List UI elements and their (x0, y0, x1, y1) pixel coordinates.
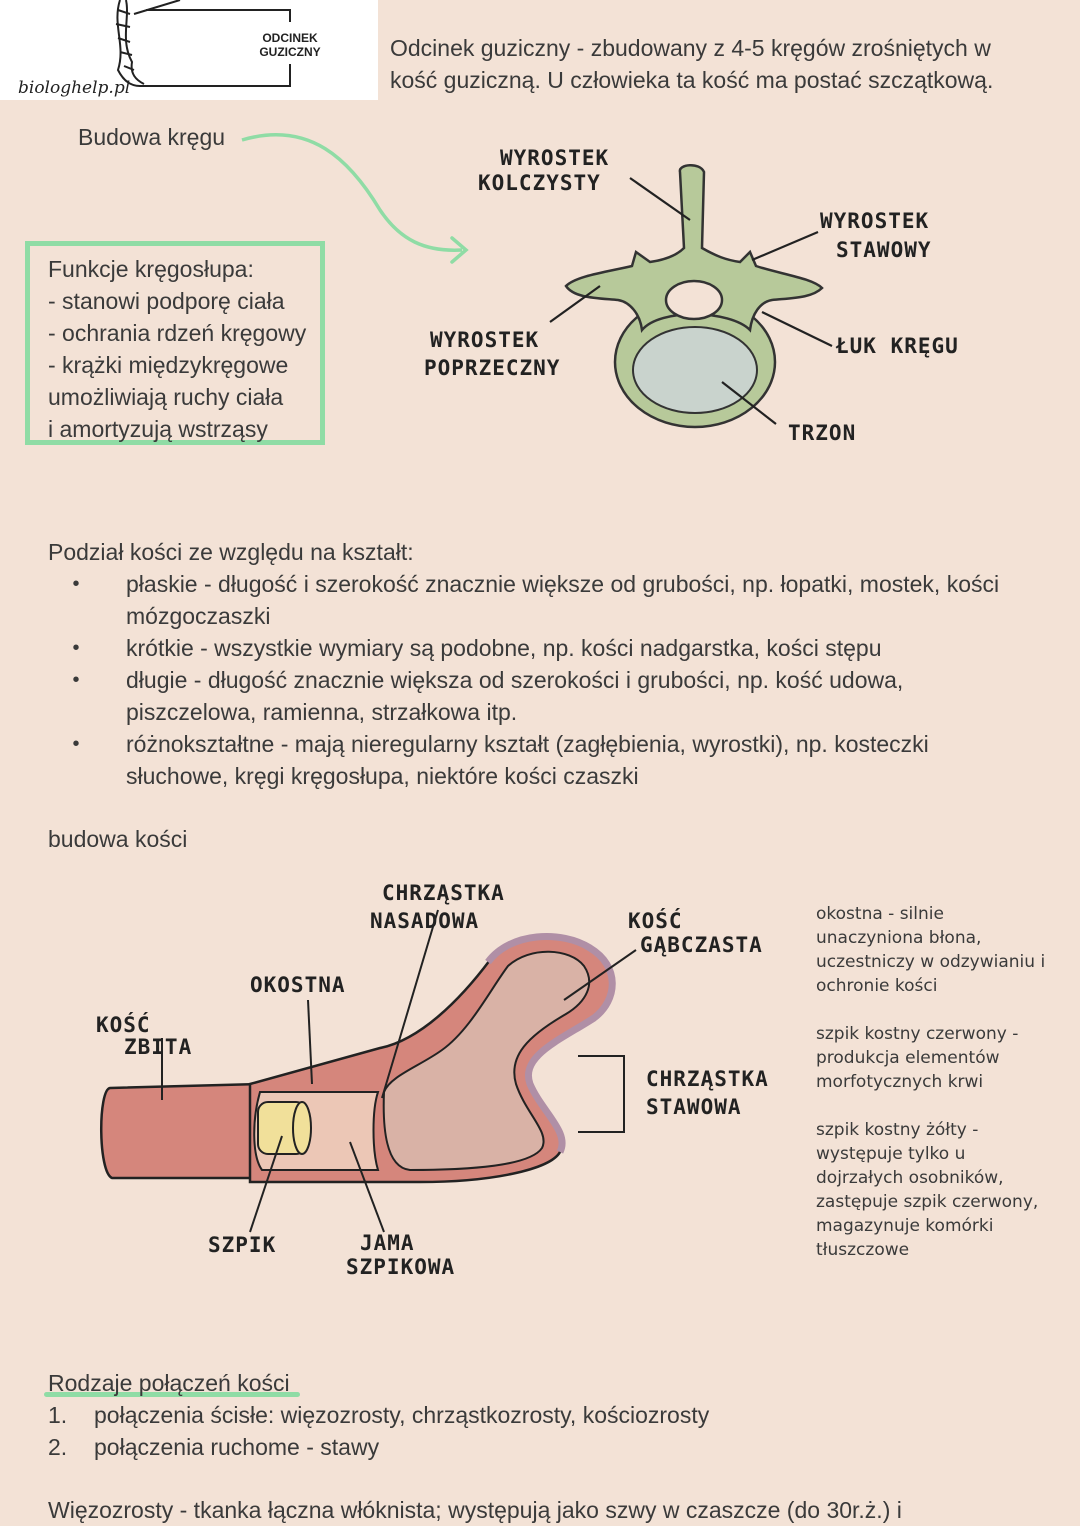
label-body: TRZON (788, 421, 857, 445)
label-compact-1: KOŚĆ (96, 1013, 151, 1037)
articular-cartilage (485, 932, 616, 1154)
bone-diagram (100, 909, 637, 1233)
label-spinous-1: WYROSTEK (500, 146, 610, 170)
joints-title: Rodzaje połączeń kości (48, 1370, 290, 1396)
label-articular-1: WYROSTEK (820, 209, 930, 233)
coccyx-segment-label-1: ODCINEK (262, 31, 318, 45)
label-transverse-2: POPRZECZNY (424, 356, 561, 380)
label-transverse-1: WYROSTEK (430, 328, 540, 352)
green-arrow-icon (241, 133, 469, 264)
joints-list: 1.połączenia ścisłe: więzozrosty, chrząs… (48, 1399, 709, 1463)
label-cavity-2: SZPIKOWA (346, 1255, 456, 1279)
coccyx-line-2: kość guziczną. U człowieka ta kość ma po… (390, 67, 994, 93)
label-growth-cartilage-1: CHRZĄSTKA (382, 881, 505, 905)
coccyx-segment-label-2: GUZICZNY (259, 45, 321, 59)
list-item: •krótkie - wszystkie wymiary są podobne,… (72, 635, 882, 661)
list-item: 2.połączenia ruchome - stawy (48, 1434, 380, 1460)
functions-line-1: Funkcje kręgosłupa: (48, 256, 254, 282)
bone-shape-title: Podział kości ze względu na kształt: (48, 539, 414, 565)
functions-line-5: umożliwiają ruchy ciała (48, 384, 284, 410)
vertebra-diagram (549, 164, 833, 429)
bone-notes: okostna - silnie unaczyniona błona, ucze… (816, 902, 1056, 1286)
vertebral-foramen (664, 279, 724, 321)
label-cavity-1: JAMA (360, 1231, 415, 1255)
spongy-bone (382, 950, 591, 1172)
list-item: 1.połączenia ścisłe: więzozrosty, chrząs… (48, 1402, 710, 1428)
bone-shape-list: •płaskie - długość i szerokość znacznie … (68, 568, 1028, 792)
spine-illustration-card: ODCINEK GUZICZNY (0, 0, 378, 100)
spine-functions-box: Funkcje kręgosłupa: - stanowi podporę ci… (25, 241, 325, 445)
label-spinous-2: KOLCZYSTY (478, 171, 601, 195)
syndesmosis-text: Więzozrosty - tkanka łączna włóknista; w… (48, 1497, 902, 1523)
vertebra-body (632, 326, 758, 414)
list-item: •płaskie - długość i szerokość znacznie … (72, 571, 1000, 629)
label-spongy-1: KOŚĆ (628, 909, 683, 933)
label-marrow: SZPIK (208, 1233, 277, 1257)
label-compact-2: ZBITA (124, 1035, 193, 1059)
functions-line-4: - krążki międzykręgowe (48, 352, 289, 378)
label-growth-cartilage-2: NASADOWA (370, 909, 480, 933)
title-highlight (44, 1392, 300, 1397)
vertebra-section-title: Budowa kręgu (78, 124, 226, 150)
bone-structure-title: budowa kości (48, 826, 188, 852)
coccyx-description: Odcinek guziczny - zbudowany z 4-5 kręgó… (390, 32, 1050, 96)
coccyx-sketch (115, 0, 291, 87)
list-item: •różnokształtne - mają nieregularny kszt… (72, 731, 929, 789)
label-joint-cartilage-2: STAWOWA (646, 1095, 742, 1119)
functions-line-3: - ochrania rdzeń kręgowy (48, 320, 307, 346)
label-periosteum: OKOSTNA (250, 973, 346, 997)
compact-bone (100, 1082, 262, 1180)
vertebra-arch (564, 164, 824, 334)
label-spongy-2: GĄBCZASTA (640, 933, 763, 957)
functions-line-2: - stanowi podporę ciała (48, 288, 285, 314)
label-arch: ŁUK KRĘGU (836, 334, 959, 358)
note-periosteum: okostna - silnie unaczyniona błona, ucze… (816, 904, 1046, 996)
note-red-marrow: szpik kostny czerwony - produkcja elemen… (816, 1024, 1019, 1092)
label-joint-cartilage-1: CHRZĄSTKA (646, 1067, 769, 1091)
coccyx-line-1: Odcinek guziczny - zbudowany z 4-5 kręgó… (390, 35, 991, 61)
brand-logo: biologhelp.pl (18, 78, 131, 98)
label-articular-2: STAWOWY (836, 238, 932, 262)
note-yellow-marrow: szpik kostny żółty - występuje tylko u d… (816, 1120, 1039, 1260)
functions-line-6: i amortyzują wstrząsy (48, 416, 268, 442)
list-item: •długie - długość znacznie większa od sz… (72, 667, 904, 725)
